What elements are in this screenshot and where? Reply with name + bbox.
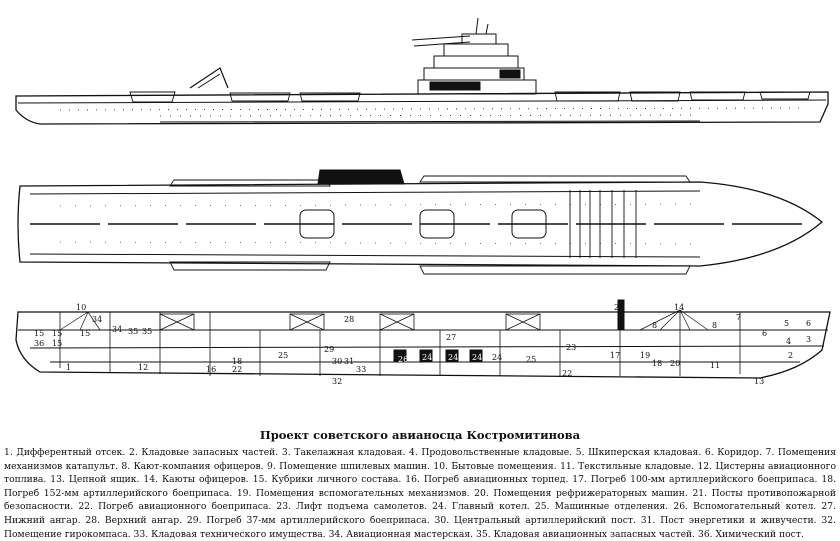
label-8: 8 <box>652 321 657 330</box>
legend-item: 34. Авиационная мастерская. <box>328 528 474 540</box>
legend-item: 2. Кладовые запасных частей. <box>128 447 279 458</box>
inboard-profile-view <box>15 299 831 379</box>
label-23: 23 <box>566 343 576 352</box>
legend-item: 19. Помещения вспомогательных механизмов… <box>236 487 470 499</box>
label-20: 20 <box>670 359 680 368</box>
label-1: 1 <box>66 363 71 372</box>
label-24: 24 <box>448 353 458 362</box>
label-31: 31 <box>344 357 354 366</box>
legend-item: 3. Такелажная кладовая. <box>281 447 406 458</box>
label-15: 15 <box>80 329 90 338</box>
label-15: 15 <box>52 329 62 338</box>
legend-text: 1. Дифферентный отсек. 2. Кладовые запас… <box>4 446 836 541</box>
label-3: 3 <box>806 335 811 344</box>
label-19: 19 <box>640 351 650 360</box>
label-25: 25 <box>278 351 288 360</box>
label-6: 6 <box>806 319 811 328</box>
legend-item: 28. Верхний ангар. <box>85 514 183 526</box>
legend-item: 18. Погреб 152-мм артиллерийского боепри… <box>4 474 837 499</box>
label-12: 12 <box>138 363 148 372</box>
label-34: 34 <box>112 325 122 334</box>
legend-item: 1. Дифферентный отсек. <box>4 447 126 458</box>
legend-item: 30. Центральный артиллерийский пост. <box>434 514 636 526</box>
label-35: 35 <box>128 327 138 336</box>
legend-item: 29. Погреб 37-мм артиллерийского боеприп… <box>186 514 430 526</box>
label-24: 24 <box>422 353 432 362</box>
label-14: 14 <box>674 303 684 312</box>
legend-item: 20. Помещения рефрижераторных машин. <box>474 487 688 499</box>
label-32: 32 <box>332 377 342 386</box>
label-4: 4 <box>786 337 791 346</box>
legend-item: 31. Пост энергетики и живучести. <box>640 514 817 526</box>
legend-item: 15. Кубрики личного состава. <box>252 474 402 486</box>
label-21: 21 <box>614 303 624 312</box>
carrier-diagram: 10 34 34 15 15 35 35 15 36 15 28 27 21 1… <box>15 17 831 386</box>
label-13: 13 <box>754 377 764 386</box>
label-22: 22 <box>562 369 572 378</box>
label-36: 36 <box>34 339 44 348</box>
label-2: 2 <box>788 351 793 360</box>
legend-item: 32. Помещение гирокомпаса. <box>4 514 837 540</box>
label-28: 28 <box>344 315 354 324</box>
legend-item: 5. Шкиперская кладовая. <box>575 447 702 458</box>
legend-item: 35. Кладовая авиационных запасных частей… <box>476 528 696 540</box>
label-35: 35 <box>142 327 152 336</box>
label-25: 25 <box>526 355 536 364</box>
legend-item: 22. Погреб авиационного боеприпаса. <box>78 501 272 513</box>
label-33: 33 <box>356 365 366 374</box>
legend-item: 16. Погреб авиационных торпед. <box>405 474 569 486</box>
legend-item: 8. Кают-компания офицеров. <box>121 460 264 472</box>
legend-item: 13. Цепной ящик. <box>50 474 140 486</box>
legend-item: 6. Коридор. <box>704 447 762 458</box>
label-15: 15 <box>34 329 44 338</box>
label-10: 10 <box>76 303 86 312</box>
label-7: 7 <box>736 313 741 322</box>
label-16: 16 <box>206 365 216 374</box>
legend-item: 11. Текстильные кладовые. <box>560 460 695 472</box>
label-24: 24 <box>472 353 482 362</box>
legend-item: 24. Главный котел. <box>432 501 530 513</box>
label-18: 18 <box>652 359 662 368</box>
label-6: 6 <box>762 329 767 338</box>
label-26: 26 <box>398 355 408 364</box>
legend-item: 25. Машинные отделения. <box>534 501 669 513</box>
label-29: 29 <box>324 345 334 354</box>
legend-item: 26. Вспомогательный котел. <box>673 501 817 513</box>
label-30: 30 <box>332 357 342 366</box>
legend-item: 23. Лифт подъема самолетов. <box>276 501 427 513</box>
label-24: 24 <box>492 353 502 362</box>
legend-item: 21. Посты противопожарной безопасности. <box>4 487 837 513</box>
label-5: 5 <box>784 319 789 328</box>
label-17: 17 <box>610 351 620 360</box>
label-27: 27 <box>446 333 456 342</box>
legend-item: 33. Кладовая технического имущества. <box>133 528 326 540</box>
label-11: 11 <box>710 361 720 370</box>
section-number-labels: 10 34 34 15 15 35 35 15 36 15 28 27 21 1… <box>34 303 811 386</box>
flight-deck-plan-view <box>17 169 824 275</box>
label-15: 15 <box>52 339 62 348</box>
legend-item: 7. Помещения механизмов катапульт. <box>4 447 837 472</box>
legend-item: 12. Цистерны авиационного топлива. <box>4 460 836 486</box>
legend-item: 4. Продовольственные кладовые. <box>409 447 573 458</box>
legend-item: 27. Нижний ангар. <box>4 501 836 526</box>
island-superstructure <box>411 17 537 95</box>
label-18: 18 <box>232 357 242 366</box>
legend-item: 14. Каюты офицеров. <box>143 474 249 486</box>
label-22: 22 <box>232 365 242 374</box>
label-8: 8 <box>712 321 717 330</box>
legend-item: 10. Бытовые помещения. <box>433 460 557 472</box>
legend-item: 17. Погреб 100-мм артиллерийского боепри… <box>572 474 818 486</box>
label-34: 34 <box>92 315 102 324</box>
side-profile-view <box>15 17 829 125</box>
legend-item: 9. Помещение шпилевых машин. <box>266 460 430 472</box>
legend-item: 36. Химический пост. <box>697 528 804 540</box>
diagram-title: Проект советского авианосца Костромитино… <box>259 428 581 442</box>
